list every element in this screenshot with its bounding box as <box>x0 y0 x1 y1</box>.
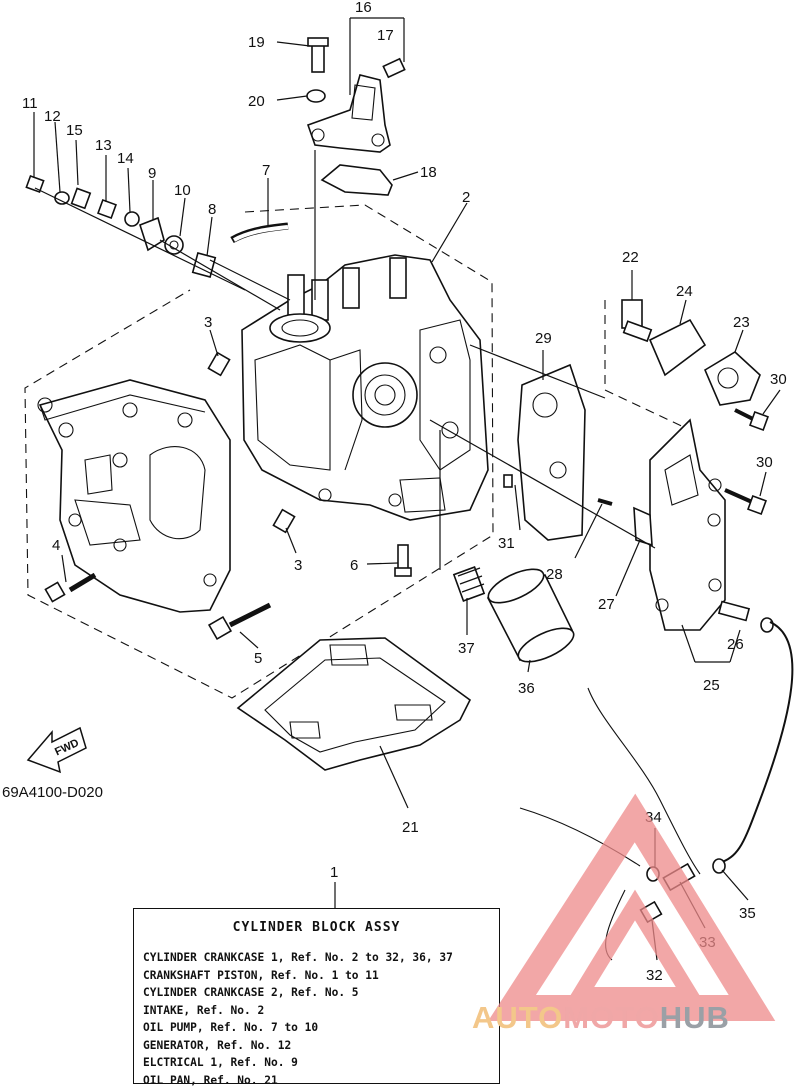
legend-line: OIL PUMP, Ref. No. 7 to 10 <box>143 1019 453 1037</box>
sensor-23 <box>705 352 760 405</box>
callout-26: 26 <box>727 636 744 653</box>
callout-16: 16 <box>355 0 372 16</box>
callout-12: 12 <box>44 108 61 125</box>
callout-31: 31 <box>498 535 515 552</box>
callout-34: 34 <box>645 809 662 826</box>
callout-22: 22 <box>622 249 639 266</box>
callout-37: 37 <box>458 640 475 657</box>
callout-21: 21 <box>402 819 419 836</box>
crankcase <box>38 380 230 612</box>
callout-30-lower: 30 <box>756 454 773 471</box>
callout-19: 19 <box>248 34 265 51</box>
callout-23: 23 <box>733 314 750 331</box>
callout-6: 6 <box>350 557 358 574</box>
callout-14: 14 <box>117 150 134 167</box>
dowel-pin-3a <box>208 353 229 376</box>
legend-line: OIL PAN, Ref. No. 21 <box>143 1072 453 1089</box>
callout-36: 36 <box>518 680 535 697</box>
dowel-pin-3b <box>273 510 294 533</box>
callout-32: 32 <box>646 967 663 984</box>
legend-box: CYLINDER BLOCK ASSY CYLINDER CRANKCASE 1… <box>133 908 500 1084</box>
oil-filter-36 <box>484 562 579 668</box>
callout-7: 7 <box>262 162 270 179</box>
bolt-4 <box>45 575 95 602</box>
callout-10: 10 <box>174 182 191 199</box>
fitting-6 <box>395 545 411 576</box>
legend-title: CYLINDER BLOCK ASSY <box>134 920 499 935</box>
callout-17: 17 <box>377 27 394 44</box>
legend-line: INTAKE, Ref. No. 2 <box>143 1002 453 1020</box>
callout-5: 5 <box>254 650 262 667</box>
fwd-arrow: FWD <box>28 728 86 772</box>
gasket-18 <box>322 165 392 195</box>
callout-8: 8 <box>208 201 216 218</box>
bolt-30b <box>725 490 766 514</box>
watermark-hub: HUB <box>660 1000 730 1035</box>
oil-pump-parts <box>26 176 288 277</box>
callout-11: 11 <box>22 95 38 112</box>
callout-9: 9 <box>148 165 156 182</box>
callout-35: 35 <box>739 905 756 922</box>
callout-27: 27 <box>598 596 615 613</box>
callout-3-lower: 3 <box>294 557 302 574</box>
relief-valve-37 <box>454 567 484 601</box>
gasket-29 <box>518 365 585 540</box>
legend-line: ELCTRICAL 1, Ref. No. 9 <box>143 1054 453 1072</box>
legend-line: CYLINDER CRANKCASE 2, Ref. No. 5 <box>143 984 453 1002</box>
fitting-26 <box>719 602 773 632</box>
exhaust-cover <box>650 420 725 630</box>
bolt-28 <box>598 500 612 504</box>
gasket-24 <box>650 320 705 375</box>
watermark-text: AUTOMOTOHUB <box>472 1000 730 1036</box>
watermark-moto: MOTO <box>563 1000 659 1035</box>
callout-15: 15 <box>66 122 83 139</box>
callout-1: 1 <box>330 864 338 881</box>
oil-pan-gasket-21 <box>238 638 470 770</box>
thermostat-housing-16 <box>308 75 390 152</box>
fitting-17 <box>383 59 404 77</box>
legend-line: CYLINDER CRANKCASE 1, Ref. No. 2 to 32, … <box>143 949 453 967</box>
callout-29: 29 <box>535 330 552 347</box>
callout-3-upper: 3 <box>204 314 212 331</box>
callout-18: 18 <box>420 164 437 181</box>
legend-lines: CYLINDER CRANKCASE 1, Ref. No. 2 to 32, … <box>143 949 453 1089</box>
pin-31 <box>504 475 512 487</box>
callout-20: 20 <box>248 93 265 110</box>
washer-20 <box>307 90 325 102</box>
callout-4: 4 <box>52 537 60 554</box>
sensor-22 <box>622 300 651 341</box>
legend-line: GENERATOR, Ref. No. 12 <box>143 1037 453 1055</box>
callout-13: 13 <box>95 137 112 154</box>
callout-30-upper: 30 <box>770 371 787 388</box>
callout-2: 2 <box>462 189 470 206</box>
callout-25: 25 <box>703 677 720 694</box>
bolt-5 <box>209 605 270 639</box>
callout-33: 33 <box>699 934 716 951</box>
drawing-code: 69A4100-D020 <box>2 784 103 801</box>
watermark-auto: AUTO <box>472 1000 563 1035</box>
callout-28: 28 <box>546 566 563 583</box>
legend-line: CRANKSHAFT PISTON, Ref. No. 1 to 11 <box>143 967 453 985</box>
callout-24: 24 <box>676 283 693 300</box>
